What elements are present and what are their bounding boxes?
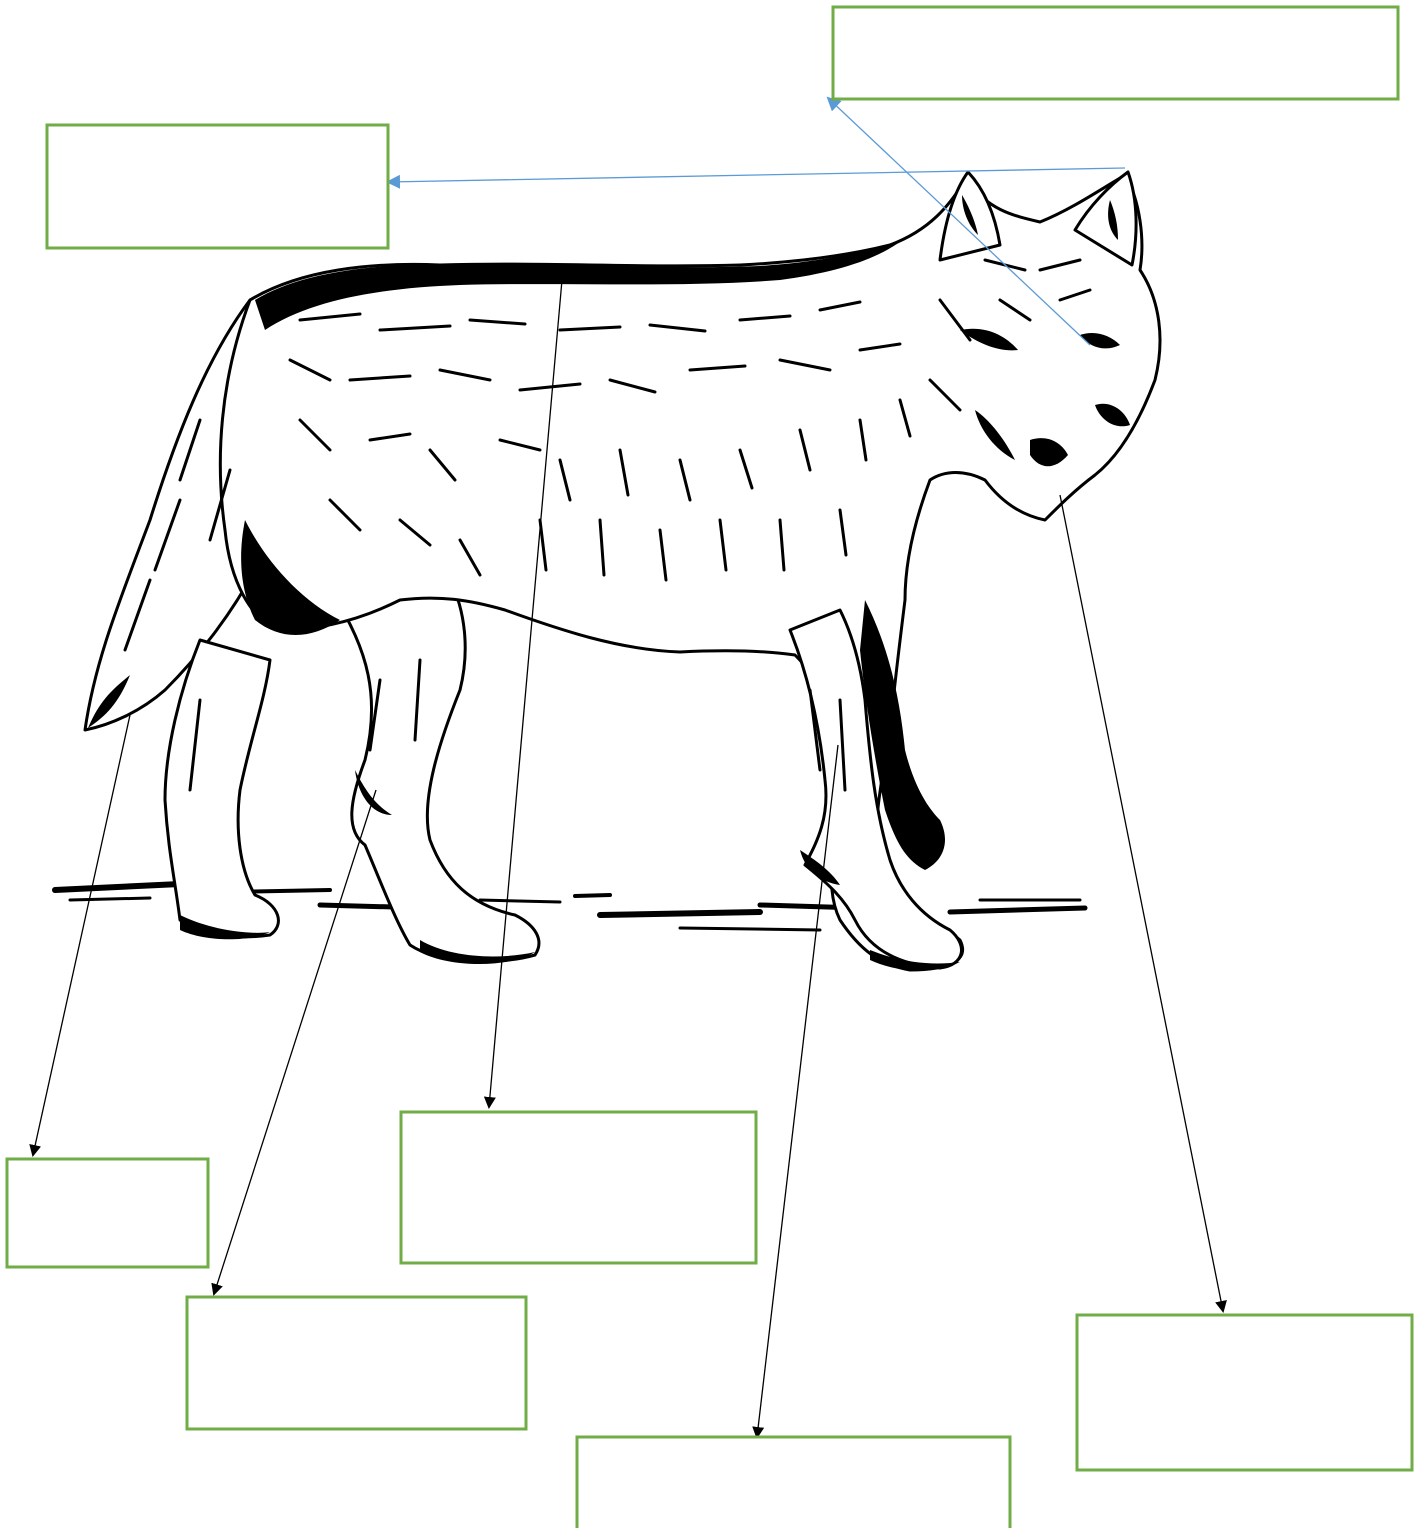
label-box-front-paw[interactable] [577,1437,1010,1528]
leader-tail [33,715,130,1155]
label-box-hind-leg[interactable] [187,1297,526,1429]
label-box-muzzle[interactable] [1077,1315,1412,1470]
leader-ears [388,168,1125,182]
label-box-body-fur[interactable] [401,1112,756,1263]
label-box-ears[interactable] [47,125,388,248]
label-box-eyes[interactable] [833,7,1398,99]
wolf-illustration [55,172,1160,970]
label-box-tail[interactable] [7,1159,208,1267]
leader-front-paw [757,745,838,1437]
leader-muzzle [1060,495,1223,1311]
